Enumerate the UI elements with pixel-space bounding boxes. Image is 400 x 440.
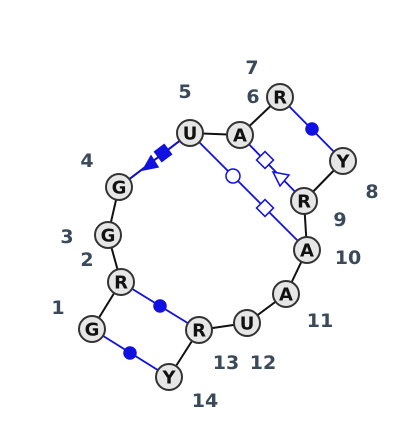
- pair-symbol-2-13: [153, 299, 167, 313]
- pair-symbol-4-5-triangle: [141, 154, 160, 172]
- position-number-6: 6: [246, 86, 259, 108]
- nucleotide-14: Y: [155, 363, 183, 391]
- position-number-13: 13: [213, 352, 239, 374]
- pair-symbol-6-9-square: [255, 150, 275, 170]
- nucleotide-13-letter: R: [192, 321, 206, 342]
- base-pairs: [91, 96, 344, 378]
- nucleotide-3-letter: G: [101, 226, 116, 247]
- nucleotide-9-circle: [290, 187, 318, 215]
- position-number-8: 8: [365, 181, 378, 203]
- nucleotide-6-letter: A: [233, 126, 247, 147]
- nucleotide-5-circle: [176, 119, 204, 147]
- position-number-12: 12: [250, 352, 276, 374]
- nucleotide-4-letter: G: [112, 178, 127, 199]
- nucleotide-14-letter: Y: [161, 368, 176, 389]
- nucleotide-11: A: [272, 280, 300, 308]
- pair-line-5-10: [189, 132, 308, 251]
- nucleotide-11-circle: [272, 280, 300, 308]
- nucleotides: G R G G U A R Y: [78, 83, 357, 391]
- nucleotide-10-circle: [293, 236, 321, 264]
- nucleotide-2-circle: [107, 268, 135, 296]
- pair-symbol-6-9-triangle: [271, 170, 291, 188]
- position-number-5: 5: [178, 81, 191, 103]
- pair-symbol-5-10-square: [255, 198, 275, 218]
- nucleotide-5-letter: U: [183, 124, 198, 145]
- nucleotide-6: A: [226, 121, 254, 149]
- pair-symbol-4-5-square: [153, 143, 173, 163]
- nucleotide-4-circle: [105, 173, 133, 201]
- nucleotide-3: G: [94, 221, 122, 249]
- pair-line-6-9: [239, 134, 305, 202]
- nucleotide-12-letter: U: [240, 314, 255, 335]
- nucleotide-2: R: [107, 268, 135, 296]
- nucleotide-9-letter: R: [297, 192, 311, 213]
- nucleotide-8: Y: [329, 147, 357, 175]
- nucleotide-7-circle: [266, 83, 294, 111]
- nucleotide-11-letter: A: [279, 285, 293, 306]
- nucleotide-5: U: [176, 119, 204, 147]
- position-number-4: 4: [80, 150, 93, 172]
- nucleotide-3-circle: [94, 221, 122, 249]
- position-numbers: 1 2 3 4 5 6 7 8 9 10 11 12 13 14: [51, 57, 378, 412]
- position-number-11: 11: [307, 310, 333, 332]
- nucleotide-2-letter: R: [114, 273, 128, 294]
- pair-line-4-5: [118, 132, 191, 188]
- nucleotide-7-letter: R: [273, 88, 287, 109]
- nucleotide-1: G: [78, 315, 106, 343]
- nucleotide-13: R: [185, 316, 213, 344]
- nucleotide-6-circle: [226, 121, 254, 149]
- position-number-9: 9: [333, 209, 346, 231]
- nucleotide-13-circle: [185, 316, 213, 344]
- nucleotide-8-circle: [329, 147, 357, 175]
- position-number-14: 14: [192, 390, 218, 412]
- pair-symbol-7-8: [305, 122, 319, 136]
- nucleotide-7: R: [266, 83, 294, 111]
- nucleotide-10: A: [293, 236, 321, 264]
- position-number-7: 7: [245, 57, 258, 79]
- nucleotide-9: R: [290, 187, 318, 215]
- nucleotide-1-letter: G: [85, 320, 100, 341]
- nucleotide-4: G: [105, 173, 133, 201]
- pair-symbol-5-10-circle: [225, 168, 241, 184]
- nucleotide-12: U: [233, 309, 261, 337]
- position-number-3: 3: [60, 226, 73, 248]
- nucleotide-10-letter: A: [300, 241, 314, 262]
- position-number-10: 10: [335, 247, 361, 269]
- nucleotide-14-circle: [155, 363, 183, 391]
- position-number-1: 1: [51, 297, 64, 319]
- nucleotide-12-circle: [233, 309, 261, 337]
- nucleotide-1-circle: [78, 315, 106, 343]
- nucleotide-8-letter: Y: [335, 152, 350, 173]
- position-number-2: 2: [80, 249, 93, 271]
- pair-symbol-1-14: [123, 346, 137, 360]
